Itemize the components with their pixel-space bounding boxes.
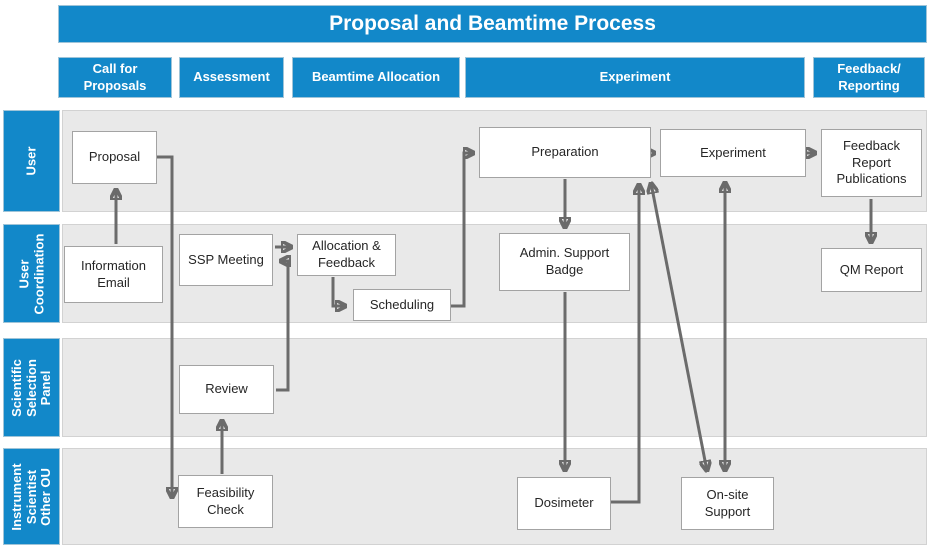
phase-feedback-reporting: Feedback/ Reporting <box>813 57 925 98</box>
lane-label-user: User <box>3 110 60 212</box>
node-dosimeter: Dosimeter <box>517 477 611 530</box>
node-on-site-support: On-site Support <box>681 477 774 530</box>
diagram-title: Proposal and Beamtime Process <box>58 5 927 43</box>
phase-experiment: Experiment <box>465 57 805 98</box>
phase-call-for-proposals: Call for Proposals <box>58 57 172 98</box>
node-proposal: Proposal <box>72 131 157 184</box>
node-feedback-report-publications: Feedback Report Publications <box>821 129 922 197</box>
node-qm-report: QM Report <box>821 248 922 292</box>
lane-label-text: User Coordination <box>15 233 46 314</box>
node-feasibility-check: Feasibility Check <box>178 475 273 528</box>
lane-label-instrument-scientist: Instrument Scientist Other OU <box>3 448 60 545</box>
lane-label-scientific-selection-panel: Scientific Selection Panel <box>3 338 60 437</box>
node-ssp-meeting: SSP Meeting <box>179 234 273 286</box>
lane-label-user-coordination: User Coordination <box>3 224 60 323</box>
node-review: Review <box>179 365 274 414</box>
node-admin-support-badge: Admin. Support Badge <box>499 233 630 291</box>
node-scheduling: Scheduling <box>353 289 451 321</box>
lane-label-text: Instrument Scientist Other OU <box>8 462 53 531</box>
node-experiment: Experiment <box>660 129 806 177</box>
node-allocation-feedback: Allocation & Feedback <box>297 234 396 276</box>
lane-label-text: User <box>23 146 39 176</box>
phase-beamtime-allocation: Beamtime Allocation <box>292 57 460 98</box>
node-information-email: Information Email <box>64 246 163 303</box>
lane-label-text: Scientific Selection Panel <box>8 358 53 417</box>
phase-assessment: Assessment <box>179 57 284 98</box>
node-preparation: Preparation <box>479 127 651 178</box>
